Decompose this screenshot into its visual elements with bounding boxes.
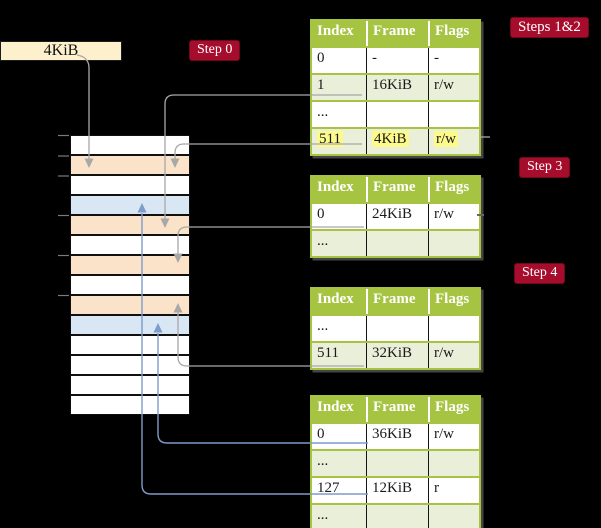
table-row: 511 4KiB r/w — [312, 127, 479, 154]
cell-frame: 16KiB — [366, 75, 428, 100]
memory-row-peach — [71, 255, 189, 275]
cell-frame — [366, 102, 428, 127]
highlighted-value: 511 — [317, 131, 343, 147]
cell-flags — [428, 451, 479, 476]
header-cell: Frame — [366, 177, 428, 202]
memory-row-peach — [71, 295, 189, 315]
table-row: 0 -- — [312, 46, 479, 73]
cell-frame: 12KiB — [366, 478, 428, 503]
cell-flags — [428, 231, 479, 256]
cell-index: ... — [317, 453, 329, 469]
header-cell: Flags — [428, 289, 479, 314]
badge-steps-1-2: Steps 1&2 — [510, 17, 589, 38]
page-size-box: 4KiB — [0, 41, 122, 61]
cell-frame: 32KiB — [366, 343, 428, 368]
cell-flags: r/w — [428, 129, 479, 154]
memory-row-white — [71, 375, 189, 395]
cell-index: 511 — [312, 129, 366, 154]
cell-flags: r/w — [428, 204, 479, 229]
badge-step-3: Step 3 — [519, 157, 571, 178]
cell-index: 0 — [317, 50, 325, 66]
header-cell: Flags — [428, 397, 479, 422]
highlighted-value: 4KiB — [372, 131, 409, 147]
table-row: ... — [312, 229, 479, 256]
memory-row-blue — [71, 195, 189, 215]
memory-row-blue — [71, 315, 189, 335]
cell-flags: r/w — [428, 424, 479, 449]
cell-flags: r — [428, 478, 479, 503]
cell-index: 127 — [317, 480, 340, 496]
cell-index: ... — [317, 507, 329, 523]
table-row: ... — [312, 503, 479, 528]
cell-index: ... — [317, 318, 329, 334]
cell-index: 0 — [317, 206, 325, 222]
cell-flags — [428, 505, 479, 528]
badge-step-0: Step 0 — [189, 40, 241, 61]
cell-index: 511 — [317, 345, 339, 361]
header-cell: Flags — [428, 177, 479, 202]
cell-flags: r/w — [428, 75, 479, 100]
header-cell: Frame — [366, 289, 428, 314]
header-cell: Index — [317, 23, 354, 39]
cell-flags: - — [428, 48, 479, 73]
cell-flags — [428, 316, 479, 341]
memory-row-white — [71, 275, 189, 295]
badge-step-4: Step 4 — [514, 263, 566, 284]
cell-frame — [366, 451, 428, 476]
header-cell: Frame — [366, 21, 428, 46]
memory-row-white — [71, 335, 189, 355]
cell-frame — [366, 231, 428, 256]
memory-stack — [70, 135, 190, 415]
cell-flags: r/w — [428, 343, 479, 368]
memory-row-white — [71, 136, 189, 155]
header-cell: Frame — [366, 397, 428, 422]
memory-row-white — [71, 235, 189, 255]
cell-index: ... — [317, 233, 329, 249]
cell-frame: 4KiB — [366, 129, 428, 154]
cell-frame: 24KiB — [366, 204, 428, 229]
highlighted-value: r/w — [434, 131, 458, 147]
header-cell: Flags — [428, 21, 479, 46]
table-row: ... — [312, 100, 479, 127]
cell-frame: 36KiB — [366, 424, 428, 449]
header-cell: Index — [317, 399, 354, 415]
cell-index: ... — [317, 104, 329, 120]
memory-row-white — [71, 175, 189, 195]
stack-tick-marks — [58, 134, 69, 297]
cell-index: 0 — [317, 426, 325, 442]
cell-index: 1 — [317, 77, 325, 93]
header-cell: Index — [317, 179, 354, 195]
header-cell: Index — [317, 291, 354, 307]
memory-row-white — [71, 355, 189, 375]
cell-frame — [366, 316, 428, 341]
cell-frame — [366, 505, 428, 528]
table-row: ... — [312, 449, 479, 476]
memory-row-peach — [71, 215, 189, 235]
memory-row-peach — [71, 155, 189, 175]
cell-frame: - — [366, 48, 428, 73]
cell-flags — [428, 102, 479, 127]
memory-row-white — [71, 395, 189, 414]
table-row: ... — [312, 314, 479, 341]
